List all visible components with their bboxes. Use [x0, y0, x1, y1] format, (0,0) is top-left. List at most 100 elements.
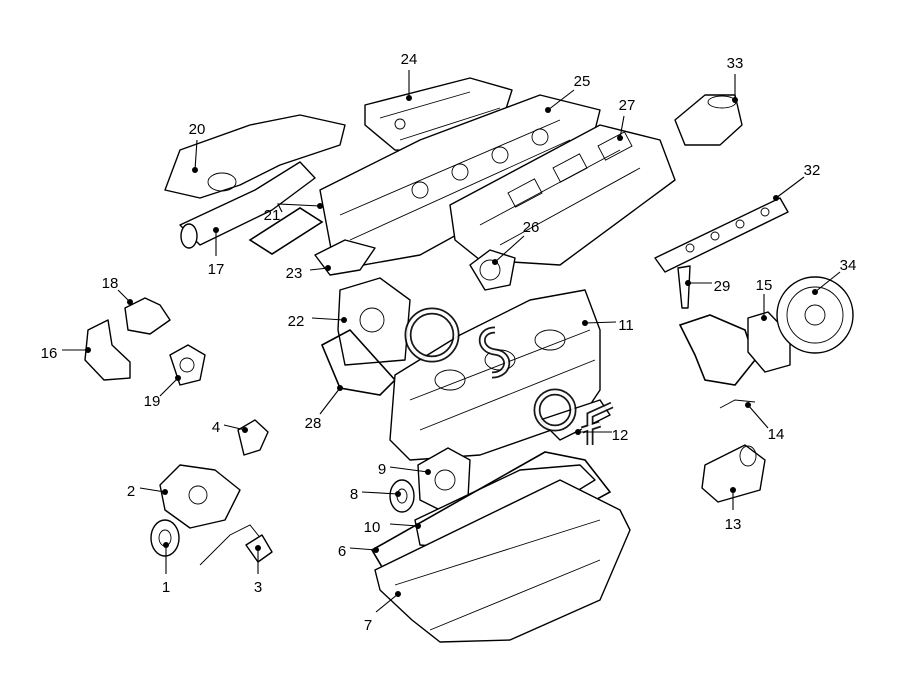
callout-number-13: 13 [725, 516, 742, 533]
seal-carrier-part [678, 314, 756, 386]
cylinder-head-part [319, 94, 601, 271]
callout-leader-line [349, 547, 377, 551]
callout-leader-line [547, 89, 575, 111]
callout-cylinder-head: 25 [545, 73, 590, 113]
vacuum-pump-part [469, 249, 516, 291]
bracket-part [237, 419, 269, 456]
callout-dot [425, 469, 431, 475]
callout-leader-line [814, 271, 841, 293]
callout-dot [325, 265, 331, 271]
part-drawings [84, 77, 854, 643]
callout-leader-line [194, 139, 198, 171]
callout-dot [685, 280, 691, 286]
callout-leader-line [494, 235, 525, 263]
callout-dot [395, 491, 401, 497]
callout-leader-line [619, 115, 625, 139]
callout-leader-line [375, 593, 399, 613]
thermostat-housing-part [124, 297, 171, 335]
callout-number-6: 6 [338, 543, 346, 560]
callout-leader-line [775, 176, 805, 199]
callout-dot [213, 227, 219, 233]
fuel-rail-part [654, 197, 789, 273]
callout-oil-pan: 7 [364, 591, 401, 634]
oil-pump-part [159, 464, 241, 529]
callout-oil-pump-sprocket: 1 [162, 542, 170, 596]
callout-dot [162, 489, 168, 495]
callout-number-9: 9 [378, 461, 386, 478]
intake-gasket-part [248, 207, 324, 255]
timing-cover-part [164, 114, 346, 199]
callout-number-1: 1 [162, 579, 170, 596]
callout-thermostat-housing: 18 [102, 275, 133, 305]
callout-flywheel: 34 [812, 257, 856, 295]
callout-vacuum-pump: 26 [492, 219, 539, 265]
callout-front-cover-gasket: 28 [305, 385, 343, 432]
callout-intake-manifold-runner: 17 [208, 227, 225, 278]
callout-dot [85, 347, 91, 353]
callout-crankshaft: 12 [575, 427, 628, 444]
callout-dot [730, 487, 736, 493]
callout-oil-filter-housing: 33 [727, 55, 743, 103]
callout-number-17: 17 [208, 261, 225, 278]
callout-number-19: 19 [144, 393, 161, 410]
callout-number-21: 21 [264, 207, 281, 224]
callout-dot [341, 317, 347, 323]
callout-leader-line [159, 377, 179, 397]
callout-oil-pickup-tube: 3 [254, 545, 262, 596]
front-cover-gasket-part [320, 328, 397, 396]
callout-leader-line [389, 466, 429, 473]
callout-leader-line [584, 321, 617, 324]
callout-water-pump-pulley: 8 [350, 486, 401, 503]
callout-dot [127, 299, 133, 305]
callout-number-18: 18 [102, 275, 119, 292]
callouts: 1234678910111213141516171819202122232425… [41, 51, 857, 634]
callout-leader-line [309, 267, 329, 271]
callout-dot [761, 315, 767, 321]
oil-pan-part [374, 479, 631, 643]
callout-number-12: 12 [612, 427, 629, 444]
callout-dot [582, 320, 588, 326]
callout-timing-cover: 20 [189, 121, 205, 173]
callout-dot [406, 95, 412, 101]
callout-number-24: 24 [401, 51, 418, 68]
sprocket-part [150, 519, 180, 557]
callout-dot [373, 547, 379, 553]
callout-number-32: 32 [804, 162, 821, 179]
callout-dot [773, 195, 779, 201]
callout-leader-line [139, 487, 166, 493]
callout-number-28: 28 [305, 415, 322, 432]
callout-number-27: 27 [619, 97, 636, 114]
callout-dot [492, 259, 498, 265]
valve-cover-part [449, 124, 676, 266]
callout-number-10: 10 [364, 519, 381, 536]
callout-dot [812, 289, 818, 295]
callout-dot [415, 523, 421, 529]
callout-number-15: 15 [756, 277, 773, 294]
callout-leader-line [319, 387, 341, 415]
callout-oil-baffle: 10 [364, 519, 421, 536]
callout-leader-line [311, 317, 345, 321]
callout-number-11: 11 [618, 317, 634, 334]
pulley-part [389, 479, 415, 513]
callout-oil-pump: 2 [127, 483, 168, 500]
callout-intake-gasket: 21 [264, 203, 323, 224]
pickup-tube-part [199, 524, 273, 566]
callout-number-8: 8 [350, 486, 358, 503]
callout-dot [732, 97, 738, 103]
coolant-pipe-part [84, 319, 131, 381]
callout-number-29: 29 [714, 278, 731, 295]
callout-water-pump: 9 [378, 461, 431, 478]
callout-dot [255, 545, 261, 551]
callout-thermostat-cover: 19 [144, 375, 181, 410]
callout-leader-line [223, 424, 246, 431]
callout-dot [395, 591, 401, 597]
callout-dot [545, 107, 551, 113]
callout-dot [317, 203, 323, 209]
callout-leader-line [361, 491, 399, 495]
oil-filter-housing-part [674, 94, 743, 146]
callout-flywheel-adapter-plate: 15 [756, 277, 773, 321]
callout-starter-motor: 13 [725, 487, 742, 533]
callout-number-14: 14 [768, 426, 785, 443]
front-cover-part [337, 277, 411, 366]
